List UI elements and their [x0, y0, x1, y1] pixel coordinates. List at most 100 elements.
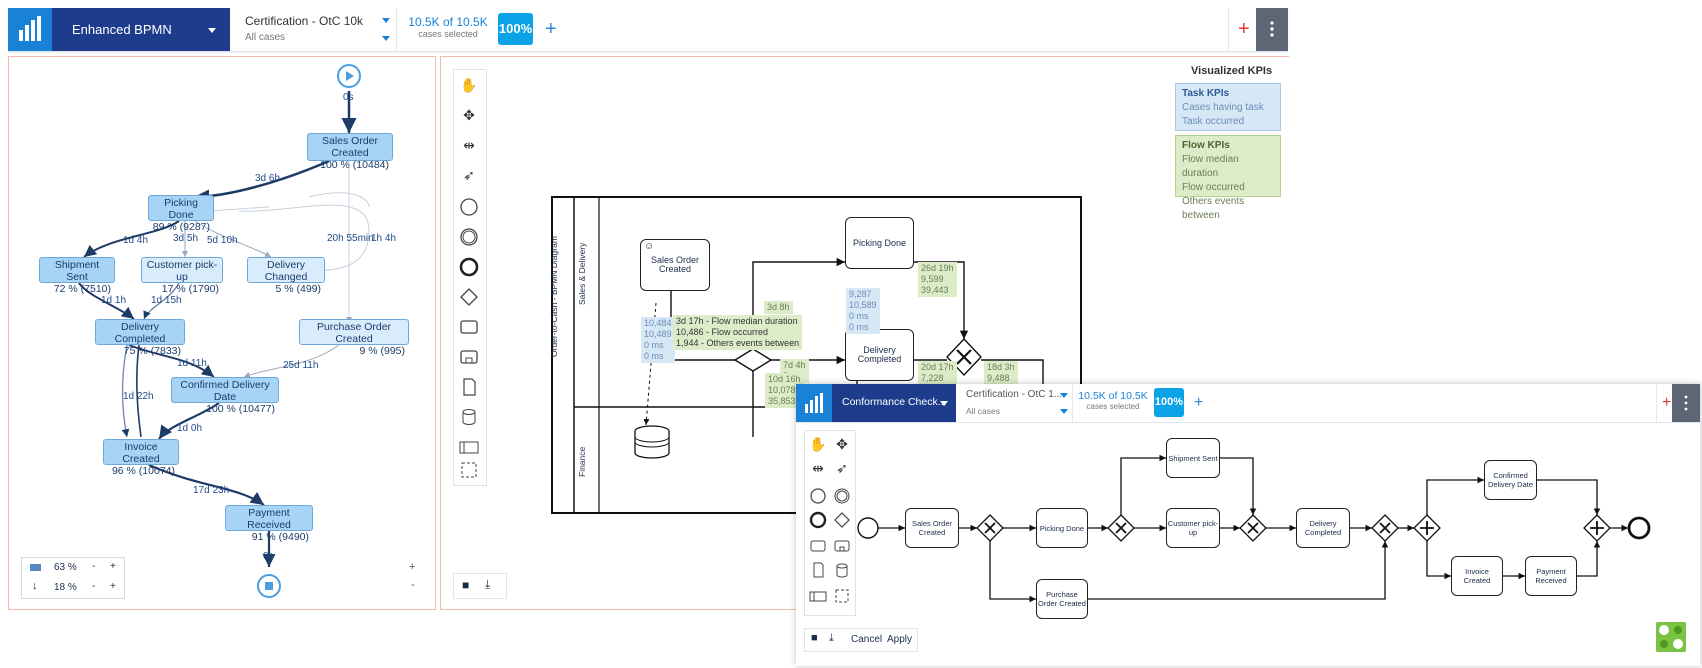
- conformance-check-window[interactable]: Conformance Check... Certification - OtC…: [796, 384, 1700, 666]
- dataset-selector[interactable]: Certification - OtC 1... All cases: [958, 384, 1073, 422]
- subprocess-tool-icon[interactable]: [458, 346, 480, 368]
- node-purchase-order-created[interactable]: Purchase Order Created 9 % (995): [299, 319, 409, 357]
- start-event-tool-icon[interactable]: [807, 485, 829, 507]
- conformance-task-customer-pick-up[interactable]: Customer pick-up: [1166, 508, 1220, 548]
- connect-tool-icon[interactable]: ➶: [836, 460, 848, 476]
- download-icon[interactable]: ⤓: [829, 632, 834, 644]
- gateway-tool-icon[interactable]: [831, 509, 853, 531]
- intermediate-event-tool-icon[interactable]: [831, 485, 853, 507]
- kpi-item[interactable]: Flow median duration: [1182, 154, 1239, 179]
- data-object-tool-icon[interactable]: [458, 376, 480, 398]
- kpi-item[interactable]: Cases having task: [1182, 102, 1264, 113]
- add-tab-button[interactable]: +: [545, 18, 557, 40]
- data-store-tool-icon[interactable]: [458, 406, 480, 428]
- view-selector[interactable]: Enhanced BPMN: [52, 8, 230, 51]
- view-selector[interactable]: Conformance Check...: [832, 384, 956, 422]
- more-menu-button[interactable]: [1256, 8, 1288, 51]
- app-logo-icon[interactable]: [8, 8, 52, 51]
- conformance-task-confirmed-delivery-date[interactable]: Confirmed Delivery Date: [1484, 460, 1537, 500]
- kpi-item[interactable]: Flow occurred: [1182, 182, 1245, 193]
- bpmn-modeler-panel[interactable]: ✋ ✥ ⇹ ➶ ■ ⤓: [439, 56, 1289, 610]
- lasso-tool-icon[interactable]: ✥: [836, 436, 848, 452]
- more-menu-button[interactable]: [1672, 384, 1700, 422]
- add-view-button[interactable]: +: [1238, 18, 1250, 40]
- subprocess-tool-icon[interactable]: [831, 535, 853, 557]
- download-icon[interactable]: ⤓: [485, 577, 491, 591]
- conformance-task-sales-order-created[interactable]: Sales Order Created: [905, 508, 959, 548]
- group-tool-icon[interactable]: [831, 585, 853, 607]
- task-tool-icon[interactable]: [458, 316, 480, 338]
- activity-minus-button[interactable]: -: [92, 561, 96, 572]
- end-event-icon[interactable]: [257, 574, 281, 598]
- node-customer-pick-up[interactable]: Customer pick-up 17 % (1790): [141, 257, 223, 295]
- data-object-tool-icon[interactable]: [807, 559, 829, 581]
- bpmn-task-delivery-completed[interactable]: Delivery Completed: [845, 329, 914, 381]
- conformance-task-picking-done[interactable]: Picking Done: [1036, 508, 1088, 548]
- start-event-icon[interactable]: [337, 64, 361, 88]
- data-store-tool-icon[interactable]: [831, 559, 853, 581]
- node-stat: 5 % (499): [275, 283, 321, 295]
- start-event-tool-icon[interactable]: [458, 196, 480, 218]
- percent-badge[interactable]: 100%: [1154, 388, 1184, 417]
- edge-label: 3d 5h: [173, 233, 199, 244]
- node-payment-received[interactable]: Payment Received 91 % (9490): [225, 505, 313, 543]
- cases-selected[interactable]: 10.5K of 10.5K cases selected: [1073, 384, 1153, 422]
- path-minus-button[interactable]: -: [92, 581, 96, 592]
- gateway-tool-icon[interactable]: [458, 286, 480, 308]
- intermediate-event-tool-icon[interactable]: [458, 226, 480, 248]
- dataset-selector[interactable]: Certification - OtC 10k All cases: [231, 8, 397, 51]
- pool-tool-icon[interactable]: [458, 436, 480, 458]
- kpi-item[interactable]: Task occurred: [1182, 116, 1245, 127]
- node-confirmed-delivery-date[interactable]: Confirmed Delivery Date 100 % (10477): [171, 377, 279, 415]
- lasso-tool-icon[interactable]: ✥: [463, 107, 475, 123]
- kpi-item[interactable]: Others events between: [1182, 196, 1245, 221]
- node-sales-order-created[interactable]: Sales Order Created 100 % (10484): [307, 133, 393, 171]
- node-picking-done[interactable]: Picking Done 89 % (9287): [148, 195, 214, 233]
- process-map-panel[interactable]: 0s Sales Order Created 100 % (10484) Pic…: [8, 56, 436, 610]
- percent-badge[interactable]: 100%: [498, 13, 533, 45]
- node-stat: 96 % (10074): [111, 465, 175, 477]
- task-tool-icon[interactable]: [807, 535, 829, 557]
- connect-tool-icon[interactable]: ➶: [463, 167, 475, 183]
- conformance-task-invoice-created[interactable]: Invoice Created: [1451, 556, 1503, 596]
- dataset-name: Certification - OtC 1...: [966, 389, 1063, 400]
- map-zoom-out-button[interactable]: -: [411, 579, 415, 591]
- conformance-task-purchase-order-created[interactable]: Purchase Order Created: [1036, 579, 1088, 619]
- node-invoice-created[interactable]: Invoice Created 96 % (10074): [103, 439, 179, 477]
- conformance-task-shipment-sent[interactable]: Shipment Sent: [1166, 438, 1220, 478]
- space-tool-icon[interactable]: ⇹: [812, 460, 824, 476]
- map-zoom-in-button[interactable]: +: [409, 561, 416, 573]
- add-tab-button[interactable]: +: [1194, 394, 1204, 411]
- hand-tool-icon[interactable]: ✋: [809, 436, 827, 452]
- cases-label: cases selected: [418, 29, 478, 39]
- pool-tool-icon[interactable]: [807, 585, 829, 607]
- add-view-button[interactable]: +: [1662, 394, 1672, 411]
- overlay-action-bar: ■ ⤓ Cancel Apply: [804, 628, 918, 652]
- path-plus-button[interactable]: +: [110, 581, 116, 592]
- task-label: Confirmed Delivery Date: [1487, 471, 1533, 489]
- cases-selected[interactable]: 10.5K of 10.5K cases selected: [398, 8, 498, 51]
- chevron-down-icon: [382, 18, 390, 23]
- cancel-button[interactable]: Cancel: [851, 634, 883, 645]
- space-tool-icon[interactable]: ⇹: [463, 137, 475, 153]
- apply-button[interactable]: Apply: [887, 634, 913, 645]
- bpmn-task-sales-order-created[interactable]: Sales Order Created: [640, 239, 710, 291]
- folder-icon[interactable]: ■: [811, 632, 818, 644]
- group-tool-icon[interactable]: [458, 459, 480, 481]
- bpmn-task-picking-done[interactable]: Picking Done: [845, 217, 914, 269]
- app-logo-icon[interactable]: [796, 384, 832, 422]
- filter-name: All cases: [966, 406, 1001, 416]
- hand-tool-icon[interactable]: ✋: [460, 77, 478, 93]
- node-delivery-completed[interactable]: Delivery Completed 75 % (7833): [95, 319, 185, 357]
- conformance-task-payment-received[interactable]: Payment Received: [1525, 556, 1577, 596]
- node-delivery-changed[interactable]: Delivery Changed 5 % (499): [247, 257, 325, 295]
- task-label: Shipment Sent: [1168, 453, 1218, 463]
- end-event-tool-icon[interactable]: [458, 256, 480, 278]
- node-shipment-sent[interactable]: Shipment Sent 72 % (7510): [39, 257, 115, 295]
- activity-percent: 63 %: [54, 562, 77, 573]
- end-event-tool-icon[interactable]: [807, 509, 829, 531]
- path-arrow-icon: ↓: [32, 580, 38, 592]
- conformance-task-delivery-completed[interactable]: Delivery Completed: [1296, 508, 1350, 548]
- folder-icon[interactable]: ■: [462, 578, 470, 592]
- activity-plus-button[interactable]: +: [110, 561, 116, 572]
